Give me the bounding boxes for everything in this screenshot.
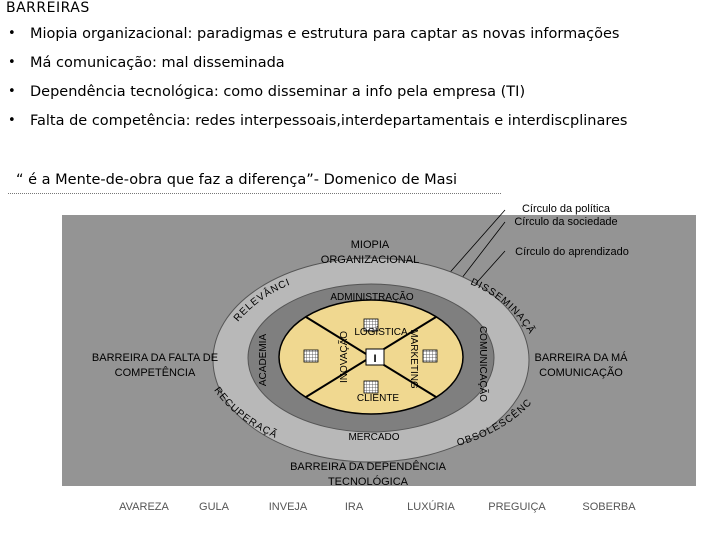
bullet-comunicacao: Má comunicação: mal disseminada <box>8 55 627 84</box>
label-academia: ACADEMIA <box>258 334 269 387</box>
hatch-box-top <box>363 318 379 332</box>
label-barreira-falta-2: COMPETÊNCIA <box>115 366 196 379</box>
label-miopia-2: ORGANIZACIONAL <box>321 254 419 266</box>
sin-preguica: PREGUIÇA <box>488 501 546 513</box>
label-comunicacao: COMUNICAÇÃO <box>477 326 490 402</box>
label-marketing: MARKETING <box>408 329 419 389</box>
sin-avareza: AVAREZA <box>119 501 169 513</box>
label-cliente: CLIENTE <box>357 393 400 404</box>
pointer-line-aprendizado <box>470 250 506 290</box>
hatch-box-right <box>422 349 438 363</box>
pointer-line-sociedade <box>457 221 506 284</box>
label-barreira-dep-1: BARREIRA DA DEPENDÊNCIA <box>290 460 447 473</box>
pointer-line-politica <box>444 209 506 279</box>
sin-soberba: SOBERBA <box>582 501 636 513</box>
center-letter: I <box>373 353 376 365</box>
slide-title: BARREIRAS <box>6 0 90 16</box>
sin-inveja: INVEJA <box>269 501 308 513</box>
sin-gula: GULA <box>199 501 230 513</box>
hatch-box-bottom <box>363 380 379 394</box>
label-circulo-aprendizado: Círculo do aprendizado <box>515 246 629 258</box>
label-administracao: ADMINISTRAÇÃO <box>330 290 414 303</box>
quote-underline <box>8 193 501 194</box>
label-mercado: MERCADO <box>348 432 399 443</box>
quote-text: “ é a Mente-de-obra que faz a diferença”… <box>16 172 458 188</box>
sin-luxuria: LUXÚRIA <box>407 500 455 513</box>
label-barreira-falta-1: BARREIRA DA FALTA DE <box>92 352 218 364</box>
barriers-list: Miopia organizacional: paradigmas e estr… <box>8 26 627 142</box>
label-miopia-1: MIOPIA <box>351 239 390 251</box>
bullet-dependencia: Dependência tecnológica: como disseminar… <box>8 84 627 113</box>
center-box <box>365 348 385 366</box>
bullet-miopia: Miopia organizacional: paradigmas e estr… <box>8 26 627 55</box>
hatch-box-left <box>303 349 319 363</box>
label-inovacao: INOVAÇÃO <box>337 331 350 383</box>
label-circulo-politica: Círculo da política <box>522 203 611 215</box>
sin-ira: IRA <box>345 501 364 513</box>
label-barreira-ma-2: COMUNICAÇÃO <box>539 366 623 379</box>
label-barreira-ma-1: BARREIRA DA MÁ <box>535 351 629 364</box>
bullet-competencia: Falta de competência: redes interpessoai… <box>8 113 627 142</box>
label-circulo-sociedade: Círculo da sociedade <box>514 216 617 228</box>
label-barreira-dep-2: TECNOLÓGICA <box>328 475 409 488</box>
label-logistica: LOGÍSTICA <box>354 325 408 338</box>
